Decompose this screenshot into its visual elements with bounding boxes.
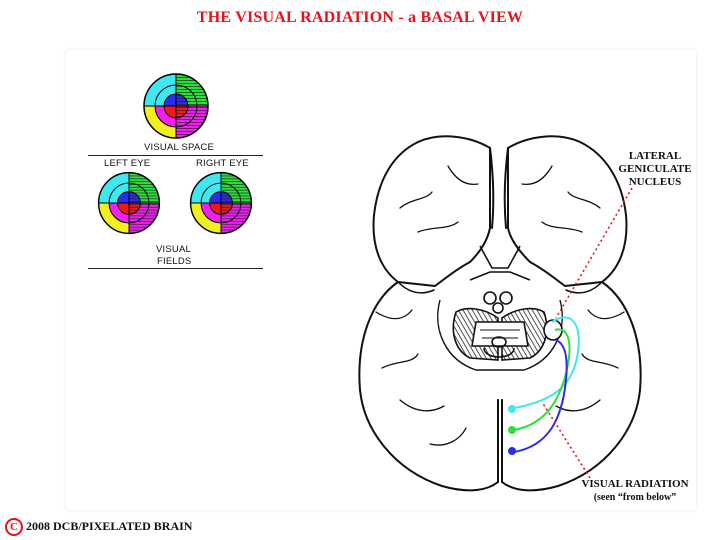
brain-basal-outline — [358, 135, 642, 492]
copyright-icon: C — [5, 518, 23, 536]
visual-radiation-label: VISUAL RADIATION (seen “from below” — [560, 478, 710, 504]
visual-fields-label-line2: FIELDS — [157, 256, 192, 267]
lgn-leader-line — [555, 187, 633, 319]
lgn-label-line3: NUCLEUS — [628, 176, 682, 188]
visual-radiation-label-line2: (seen “from below” — [593, 492, 677, 503]
visual-radiation-label-line1: VISUAL RADIATION — [581, 478, 689, 490]
visual-fields-label-line1: VISUAL — [156, 244, 191, 255]
left-eye-label: LEFT EYE — [104, 158, 151, 169]
radiation-fiber-blue — [513, 339, 568, 453]
page-title: THE VISUAL RADIATION - a BASAL VIEW — [196, 9, 524, 26]
lgn-label-line1: LATERAL — [628, 150, 682, 162]
copyright-text: 2008 DCB/PIXELATED BRAIN — [26, 518, 193, 533]
lgn-label: LATERAL GENICULATE NUCLEUS — [600, 150, 710, 189]
right-eye-label: RIGHT EYE — [196, 158, 249, 169]
brainstem-region — [437, 245, 563, 371]
radiation-fiber-green — [513, 328, 571, 431]
lgn-label-line2: GENICULATE — [618, 163, 692, 175]
visual-fields-rule — [88, 268, 263, 269]
left-eye-field-disc — [97, 171, 161, 235]
visual-space-label: VISUAL SPACE — [144, 142, 214, 153]
radiation-fiber-cyan — [513, 316, 580, 409]
right-eye-field-disc — [189, 171, 253, 235]
radiation-endpoint-green — [508, 426, 516, 434]
radiation-endpoint-blue — [508, 447, 516, 455]
visual-space-disc — [143, 73, 209, 139]
radiation-leader-line — [541, 401, 591, 479]
radiation-endpoint-cyan — [508, 405, 516, 413]
visual-space-rule — [88, 155, 263, 156]
